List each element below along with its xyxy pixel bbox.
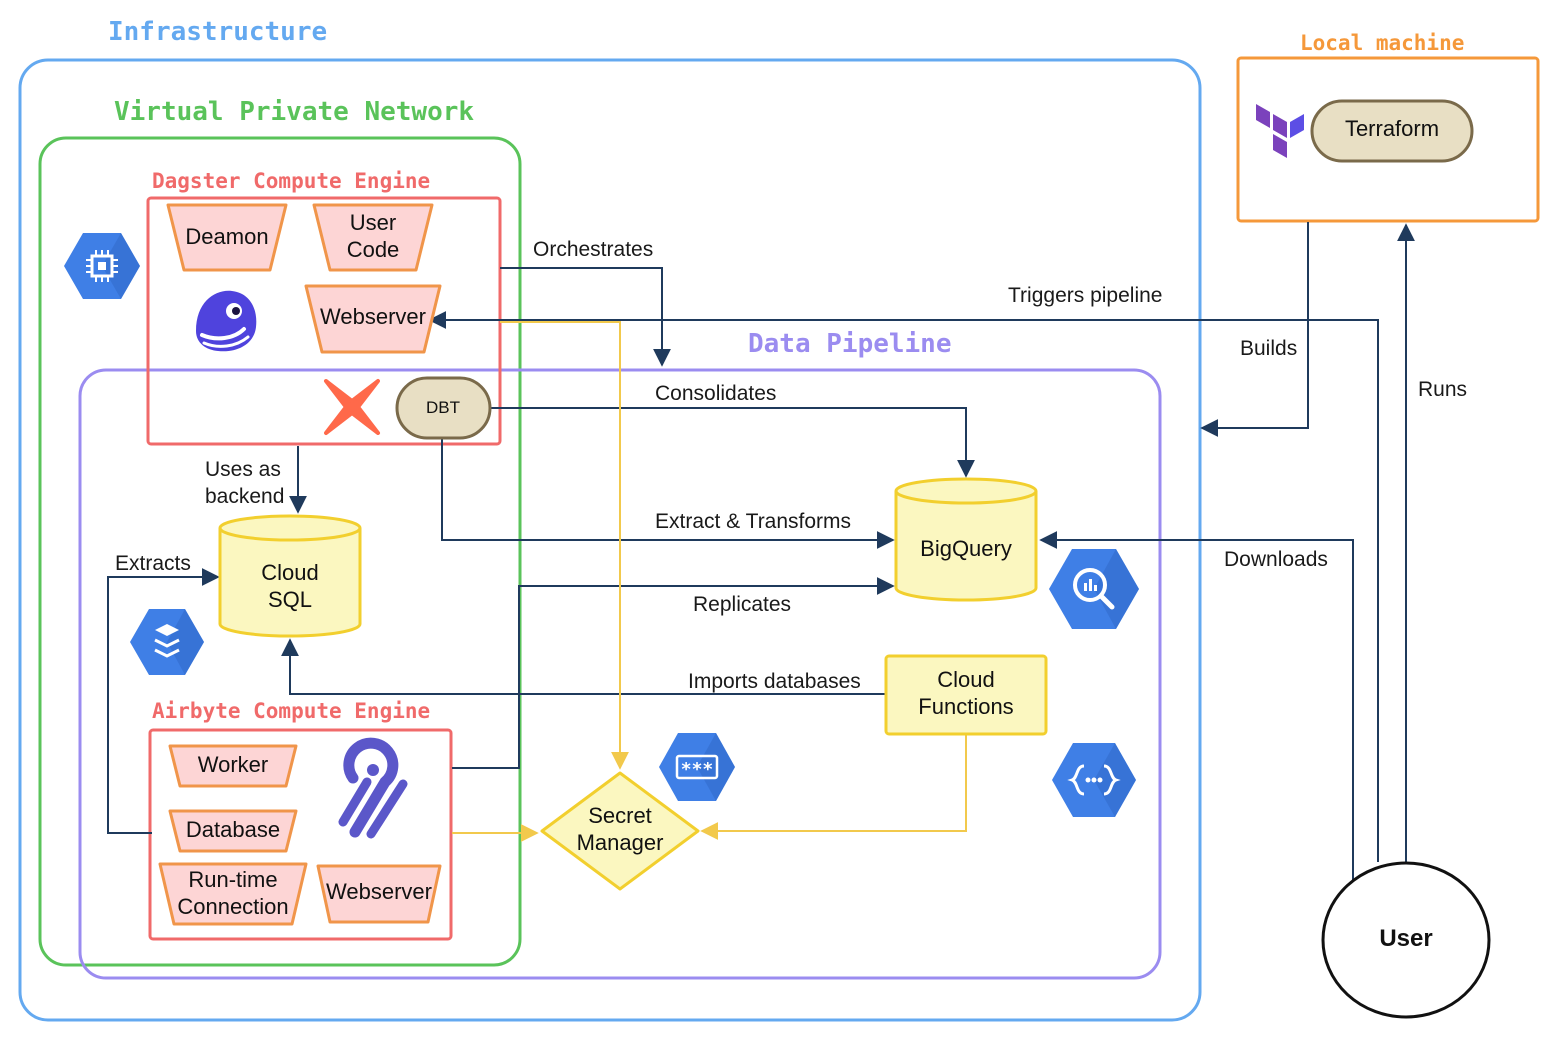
label-replicates: Replicates [693,593,791,616]
airbyte-webserver-node[interactable]: Webserver [316,864,442,924]
cloud-sql-label-1: Cloud [261,560,318,585]
cloud-functions-icon [1052,743,1136,817]
dbt-label: DBT [426,398,460,417]
airbyte-group [148,728,453,941]
edge-extract-transforms [441,438,895,549]
bigquery-node[interactable]: BigQuery [894,477,1038,602]
compute-engine-icon [64,233,140,299]
edge-secret-functions [700,734,967,840]
dagster-webserver-label: Webserver [320,304,426,329]
worker-label: Worker [198,752,269,777]
worker-node[interactable]: Worker [168,744,298,788]
edge-replicates [452,577,895,769]
deamon-label: Deamon [185,224,268,249]
cloud-functions-node[interactable]: Cloud Functions [884,654,1048,736]
edge-triggers-pipeline [428,311,1379,862]
dbt-logo-icon [324,379,380,435]
user-code-label-1: User [350,210,396,235]
terraform-logo-icon [1256,104,1304,158]
runtime-connection-label-2: Connection [177,894,288,919]
label-builds: Builds [1240,337,1297,360]
airbyte-webserver-label: Webserver [326,879,432,904]
dbt-node[interactable]: DBT [395,376,492,440]
runtime-connection-node[interactable]: Run-time Connection [158,862,308,926]
local-machine-group [1236,56,1540,223]
edge-extracts [107,568,220,834]
cloud-sql-node[interactable]: Cloud SQL [218,514,362,638]
vpn-title: Virtual Private Network [114,97,474,127]
label-orchestrates: Orchestrates [533,238,653,261]
cloud-functions-label-1: Cloud [937,667,994,692]
bigquery-label: BigQuery [920,536,1012,561]
user-node[interactable]: User [1321,861,1491,1019]
data-pipeline-title: Data Pipeline [748,329,952,359]
edge-imports-databases [281,638,886,695]
local-machine-title: Local machine [1300,31,1464,55]
airbyte-logo-icon [338,737,408,839]
svg-text:***: *** [681,759,714,780]
dagster-title: Dagster Compute Engine [152,169,430,193]
edge-builds [1200,222,1309,437]
firestore-icon [130,609,204,675]
secret-manager-label-1: Secret [588,803,652,828]
label-extract-transforms: Extract & Transforms [655,510,851,533]
user-label: User [1379,925,1432,952]
terraform-node[interactable]: Terraform [1310,99,1474,163]
label-downloads: Downloads [1224,548,1328,571]
cloud-sql-label-2: SQL [268,587,312,612]
edge-orchestrates [500,267,671,367]
edge-secret-dagster [500,321,629,770]
label-imports-databases: Imports databases [688,670,861,693]
label-backend: backend [205,485,284,508]
terraform-label: Terraform [1345,116,1439,141]
dagster-logo-icon [196,290,257,352]
user-code-node[interactable]: User Code [312,203,434,272]
database-node[interactable]: Database [168,809,298,853]
label-extracts: Extracts [115,552,191,575]
label-runs: Runs [1418,378,1467,401]
secret-manager-icon: *** [659,733,735,801]
label-consolidates: Consolidates [655,382,776,405]
infrastructure-title: Infrastructure [108,17,327,47]
bigquery-icon [1049,549,1139,629]
database-label: Database [186,817,280,842]
vpn-group [38,136,522,967]
airbyte-title: Airbyte Compute Engine [152,699,430,723]
secret-manager-node[interactable]: Secret Manager [540,771,700,891]
runtime-connection-label-1: Run-time [188,867,277,892]
edge-downloads [1039,531,1354,882]
label-uses-as: Uses as [205,458,281,481]
label-triggers-pipeline: Triggers pipeline [1008,284,1162,307]
cloud-functions-label-2: Functions [918,694,1013,719]
secret-manager-label-2: Manager [577,830,664,855]
user-code-label-2: Code [347,237,400,262]
deamon-node[interactable]: Deamon [166,203,288,272]
edge-consolidates [490,407,975,478]
dagster-webserver-node[interactable]: Webserver [304,284,442,354]
